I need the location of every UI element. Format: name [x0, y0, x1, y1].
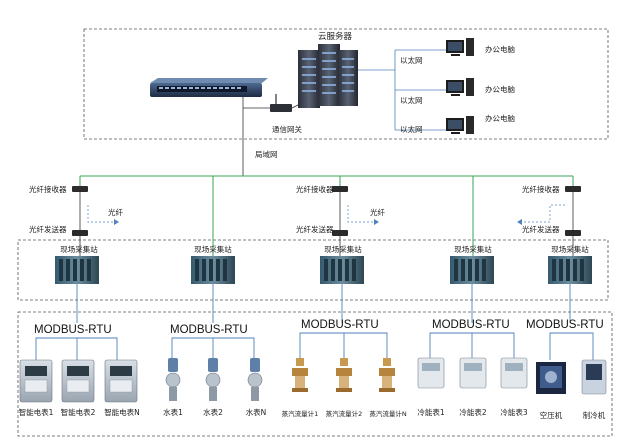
steam-meter-label-2: 蒸汽流量计2	[325, 410, 363, 418]
air-compressor-icon	[536, 362, 566, 394]
device-region-box	[17, 311, 613, 437]
station-label-5: 现场采集站	[551, 245, 589, 254]
station-label-2: 现场采集站	[194, 245, 232, 254]
smart-meters-icons	[19, 359, 138, 403]
server-racks	[298, 44, 358, 108]
fiber-label-1: 光纤	[108, 208, 123, 217]
ethernet-links	[358, 49, 446, 131]
fiber-receiver-label-3: 光纤接收器	[522, 185, 560, 194]
modbus-label-2: MODBUS-RTU	[170, 324, 248, 336]
network-switch	[150, 78, 268, 97]
chiller-label: 制冷机	[582, 411, 606, 420]
bus-brackets	[35, 332, 594, 360]
ethernet-label-1: 以太网	[400, 56, 423, 65]
office-pc-label-3: 办公电脑	[485, 114, 515, 123]
cooling-meter-label-2: 冷能表2	[459, 408, 487, 417]
fiber-receiver-label-2: 光纤接收器	[296, 185, 334, 194]
gateway-label: 通信网关	[272, 125, 302, 134]
station-label-1: 现场采集站	[60, 245, 98, 254]
fiber-links	[79, 192, 574, 258]
lan-bus	[79, 175, 574, 258]
fiber-transmitter-label-2: 光纤发送器	[296, 225, 334, 234]
air-compressor-label: 空压机	[539, 411, 563, 420]
gateway-router	[270, 94, 292, 112]
modbus-label-3: MODBUS-RTU	[301, 319, 379, 331]
office-pc-label-1: 办公电脑	[485, 45, 515, 54]
cooling-meter-icons	[417, 357, 528, 389]
modbus-label-1: MODBUS-RTU	[34, 324, 112, 336]
fiber-receiver-label-1: 光纤接收器	[29, 185, 67, 194]
station-label-4: 现场采集站	[454, 245, 492, 254]
office-pcs	[446, 38, 474, 134]
plc-stations	[55, 256, 592, 284]
fiber-transmitter-label-3: 光纤发送器	[522, 225, 560, 234]
cooling-meter-label-1: 冷能表1	[417, 408, 445, 417]
steam-meter-label-n: 蒸汽流量计N	[369, 410, 407, 418]
fiber-arrowheads	[114, 219, 522, 225]
station-drops	[76, 284, 571, 323]
smart-meter-label-1: 智能电表1	[18, 408, 54, 417]
ethernet-label-3: 以太网	[400, 125, 423, 134]
chiller-icon	[581, 359, 607, 395]
cloud-region-box	[83, 28, 609, 140]
modbus-label-4: MODBUS-RTU	[432, 319, 510, 331]
water-meter-label-n: 水表N	[245, 408, 267, 417]
water-meter-icons	[165, 358, 263, 401]
ethernet-label-2: 以太网	[400, 96, 423, 105]
steam-meter-icons	[292, 358, 395, 392]
cloud-links	[242, 97, 301, 176]
station-region-box	[17, 239, 609, 301]
modbus-label-5: MODBUS-RTU	[526, 319, 604, 331]
cloud-server-title: 云服务器	[318, 32, 353, 42]
water-meter-label-1: 水表1	[163, 408, 183, 417]
water-meter-label-2: 水表2	[203, 408, 223, 417]
office-pc-label-2: 办公电脑	[485, 85, 515, 94]
steam-meter-label-1: 蒸汽流量计1	[281, 410, 319, 418]
fiber-devices	[72, 186, 581, 236]
fiber-label-2: 光纤	[370, 208, 385, 217]
fiber-transmitter-label-1: 光纤发送器	[29, 225, 67, 234]
smart-meter-label-2: 智能电表2	[60, 408, 96, 417]
cooling-meter-label-3: 冷能表3	[500, 408, 528, 417]
fiber-arrows	[87, 204, 565, 223]
lan-label: 局域网	[255, 150, 278, 159]
smart-meter-label-n: 智能电表N	[104, 408, 140, 417]
station-label-3: 现场采集站	[324, 245, 362, 254]
